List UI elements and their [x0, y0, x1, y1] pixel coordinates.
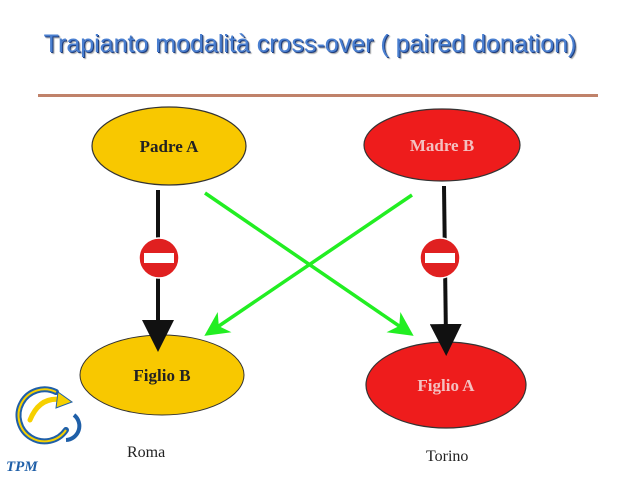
- cross-arrow-padre-a-to-figlio-a: [204, 191, 414, 336]
- node-padre-a: [91, 106, 247, 186]
- slide-title: Trapianto modalità cross-over ( paired d…: [43, 30, 577, 58]
- title-divider: [38, 94, 598, 97]
- no-entry-icon: [138, 237, 180, 279]
- tpm-logo: TPM: [6, 386, 82, 475]
- node-padre-a-label: Padre A: [140, 137, 199, 156]
- node-figlio-b-label: Figlio B: [133, 366, 190, 385]
- cross-arrow-madre-b-to-figlio-b: [204, 193, 413, 336]
- node-figlio-a-label: Figlio A: [417, 376, 475, 395]
- no-entry-icon: [419, 237, 461, 279]
- node-madre-b-label: Madre B: [410, 136, 474, 155]
- tpm-logo-text: TPM: [6, 459, 38, 475]
- city-label-torino: Torino: [426, 448, 468, 465]
- city-label-roma: Roma: [127, 444, 165, 461]
- node-madre-b: [363, 108, 521, 182]
